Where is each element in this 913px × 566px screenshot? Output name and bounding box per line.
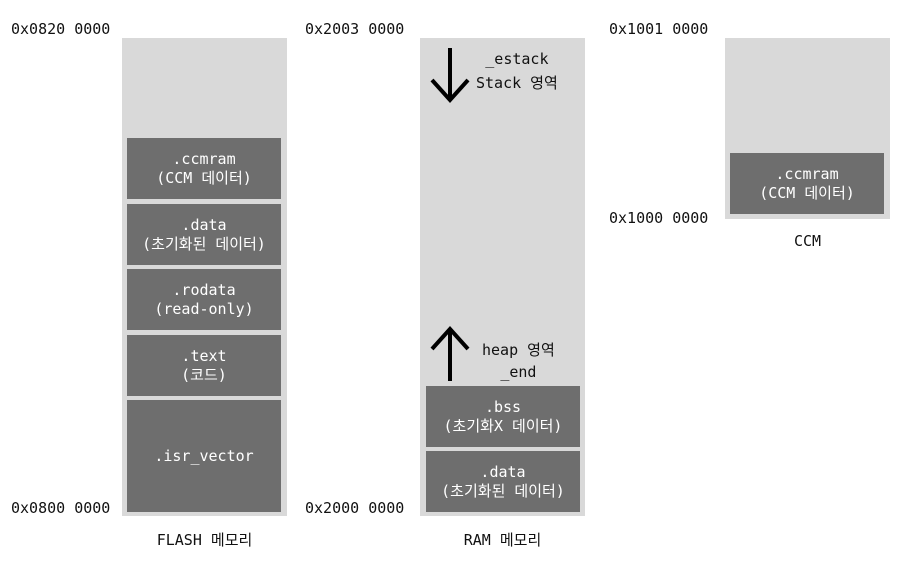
segment-sublabel: (초기화된 데이터) [142,234,266,253]
ccm-bottom-address: 0x1000 0000 [609,209,709,227]
stack-down-arrow-icon [430,48,470,103]
ccm-top-address: 0x1001 0000 [609,20,709,38]
flash-top-address: 0x0820 0000 [11,20,111,38]
ccm-caption: CCM [793,232,822,250]
ram-caption: RAM 메모리 [463,531,542,549]
segment-label: .bss [484,397,522,416]
segment-sublabel: (초기화된 데이터) [441,481,565,500]
ram-data-section: .data (초기화된 데이터) [426,451,580,512]
heap-up-arrow-icon [430,326,470,381]
segment-label: .isr_vector [154,446,254,465]
segment-sublabel: (코드) [181,365,227,384]
segment-label: .ccmram [172,149,236,168]
heap-area-label: heap 영역 [482,341,555,359]
segment-label: .data [480,462,526,481]
segment-sublabel: (CCM 데이터) [156,168,252,187]
segment-label: .text [181,346,227,365]
flash-bottom-address: 0x0800 0000 [11,499,111,517]
heap-annotation: heap 영역 _end [482,340,555,382]
estack-label: _estack [485,50,549,68]
flash-caption: FLASH 메모리 [156,531,253,549]
stack-annotation: _estack Stack 영역 [476,49,558,93]
stack-area-label: Stack 영역 [476,74,558,92]
ram-bottom-address: 0x2000 0000 [305,499,405,517]
flash-ccmram-section: .ccmram (CCM 데이터) [127,138,281,199]
ccm-ccmram-section: .ccmram (CCM 데이터) [730,153,884,214]
flash-data-section: .data (초기화된 데이터) [127,204,281,265]
segment-label: .ccmram [775,164,839,183]
segment-label: .rodata [172,280,236,299]
segment-label: .data [181,215,227,234]
end-label: _end [500,363,537,381]
segment-sublabel: (CCM 데이터) [759,183,855,202]
segment-sublabel: (초기화X 데이터) [443,416,563,435]
ram-top-address: 0x2003 0000 [305,20,405,38]
segment-sublabel: (read-only) [154,299,254,318]
flash-text-section: .text (코드) [127,335,281,396]
ram-bss-section: .bss (초기화X 데이터) [426,386,580,447]
flash-isr-vector-section: .isr_vector [127,400,281,512]
flash-rodata-section: .rodata (read-only) [127,269,281,330]
